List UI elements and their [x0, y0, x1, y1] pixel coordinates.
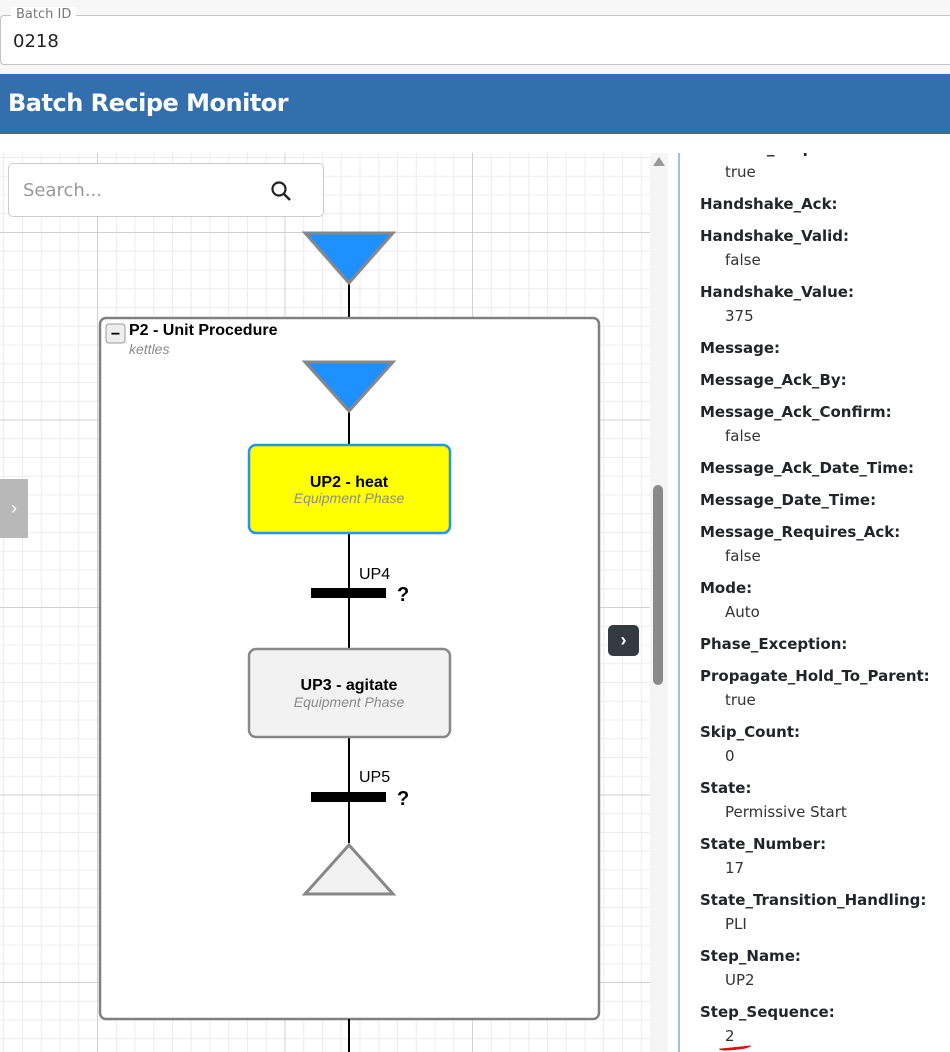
transition-status: ?: [397, 788, 409, 810]
property-value: true: [725, 691, 756, 709]
property-value: 17: [725, 859, 745, 877]
property-label: Propagate_Hold_To_Parent:: [700, 667, 930, 685]
search-icon[interactable]: [269, 179, 293, 203]
property-item: Handshake_Ack:: [700, 192, 930, 216]
property-item: State: Permissive Start: [700, 776, 930, 824]
scrollbar-thumb[interactable]: [653, 485, 663, 685]
right-panel-toggle[interactable]: ›: [608, 625, 639, 656]
property-label: Step_Sequence:: [700, 1003, 835, 1021]
phase-subtitle: Equipment Phase: [294, 694, 405, 710]
property-value: false: [725, 251, 761, 269]
unit-procedure-title: P2 - Unit Procedure: [129, 322, 278, 339]
end-triangle-icon: [301, 842, 397, 896]
transition-bar-up4[interactable]: [311, 588, 386, 598]
property-label: Message_Date_Time:: [700, 491, 877, 509]
app-header: Batch Recipe Monitor: [0, 74, 950, 134]
property-item: Message_Ack_By:: [700, 368, 930, 392]
unit-procedure-subtitle: kettles: [129, 341, 169, 357]
property-value: Permissive Start: [725, 803, 847, 821]
property-value: false: [725, 547, 761, 565]
search-box[interactable]: Search...: [8, 163, 324, 217]
phase-start-triangle-icon: [301, 360, 397, 414]
property-item: Message_Requires_Ack:false: [700, 520, 930, 568]
property-value: UP2: [725, 971, 755, 989]
property-label: Step_Name:: [700, 947, 801, 965]
phase-node-up3[interactable]: [247, 647, 452, 739]
phase-title: UP2 - heat: [310, 474, 389, 491]
minus-icon: −: [111, 326, 120, 343]
collapse-button[interactable]: [105, 323, 126, 344]
property-item: Step_Name: UP2: [700, 944, 930, 992]
recipe-diagram: − P2 - Unit Procedure kettles UP2 - heat…: [98, 231, 601, 1052]
property-label: Phase_Exception:: [700, 635, 848, 653]
property-item: Propagate_Hold_To_Parent:true: [700, 664, 930, 712]
property-label: Handshake_Valid:: [700, 227, 849, 245]
search-input[interactable]: Search...: [23, 180, 103, 201]
property-value: 0: [725, 747, 735, 765]
property-value: true: [725, 163, 756, 181]
property-item: Phase_Exception:: [700, 632, 930, 656]
property-label: Mode:: [700, 579, 753, 597]
properties-list: Execute_Step:trueHandshake_Ack:Handshake…: [700, 153, 930, 1052]
property-label: Message_Requires_Ack:: [700, 523, 901, 541]
property-value: false: [725, 427, 761, 445]
transition-bar-up5[interactable]: [311, 792, 386, 802]
scroll-up-arrow-icon[interactable]: [653, 157, 665, 166]
property-item: State_Transition_Handling: PLI: [700, 888, 930, 936]
property-item: Message_Date_Time:: [700, 488, 930, 512]
transition-label: UP5: [359, 769, 390, 786]
property-label: Skip_Count:: [700, 723, 800, 741]
property-label: Handshake_Ack:: [700, 195, 838, 213]
phase-node-up2[interactable]: [247, 443, 452, 535]
transition-status: ?: [397, 584, 409, 606]
property-item: Message_Ack_Confirm:false: [700, 400, 930, 448]
property-label: Message_Ack_Confirm:: [700, 403, 892, 421]
property-item: Message_Ack_Date_Time:: [700, 456, 930, 480]
property-label: Execute_Step:: [700, 153, 930, 160]
property-value: 375: [725, 307, 754, 325]
start-triangle-icon: [301, 231, 397, 286]
property-label: State_Number:: [700, 835, 827, 853]
phase-title: UP3 - agitate: [301, 677, 398, 694]
property-item: Handshake_Value: 375: [700, 280, 930, 328]
property-label: Message_Ack_Date_Time:: [700, 459, 915, 477]
property-label: Message:: [700, 339, 780, 357]
phase-subtitle: Equipment Phase: [294, 490, 405, 506]
left-panel-toggle[interactable]: ›: [0, 479, 28, 538]
property-value: Auto: [725, 603, 760, 621]
page-title: Batch Recipe Monitor: [8, 89, 289, 117]
batch-id-field[interactable]: Batch ID 0218: [0, 7, 950, 65]
transition-label: UP4: [359, 566, 390, 583]
batch-id-value[interactable]: 0218: [13, 31, 59, 52]
property-value: PLI: [725, 915, 747, 933]
property-item: Skip_Count: 0: [700, 720, 930, 768]
batch-id-label: Batch ID: [11, 7, 77, 22]
property-item: Handshake_Valid:false: [700, 224, 930, 272]
property-label: Handshake_Value:: [700, 283, 854, 301]
property-item: Execute_Step:true: [700, 153, 930, 184]
property-item: Message:: [700, 336, 930, 360]
scrollbar[interactable]: [650, 153, 668, 1052]
diagram-canvas[interactable]: − P2 - Unit Procedure kettles UP2 - heat…: [0, 153, 668, 1052]
properties-panel: Execute_Step:trueHandshake_Ack:Handshake…: [680, 153, 950, 1052]
property-label: State:: [700, 779, 752, 797]
panel-divider[interactable]: [678, 153, 680, 1052]
property-label: State_Transition_Handling:: [700, 891, 927, 909]
property-label: Message_Ack_By:: [700, 371, 847, 389]
property-item: Mode: Auto: [700, 576, 930, 624]
property-value: 2: [725, 1027, 735, 1045]
property-item: Step_Sequence: 2: [700, 1000, 930, 1048]
property-item: State_Number: 17: [700, 832, 930, 880]
